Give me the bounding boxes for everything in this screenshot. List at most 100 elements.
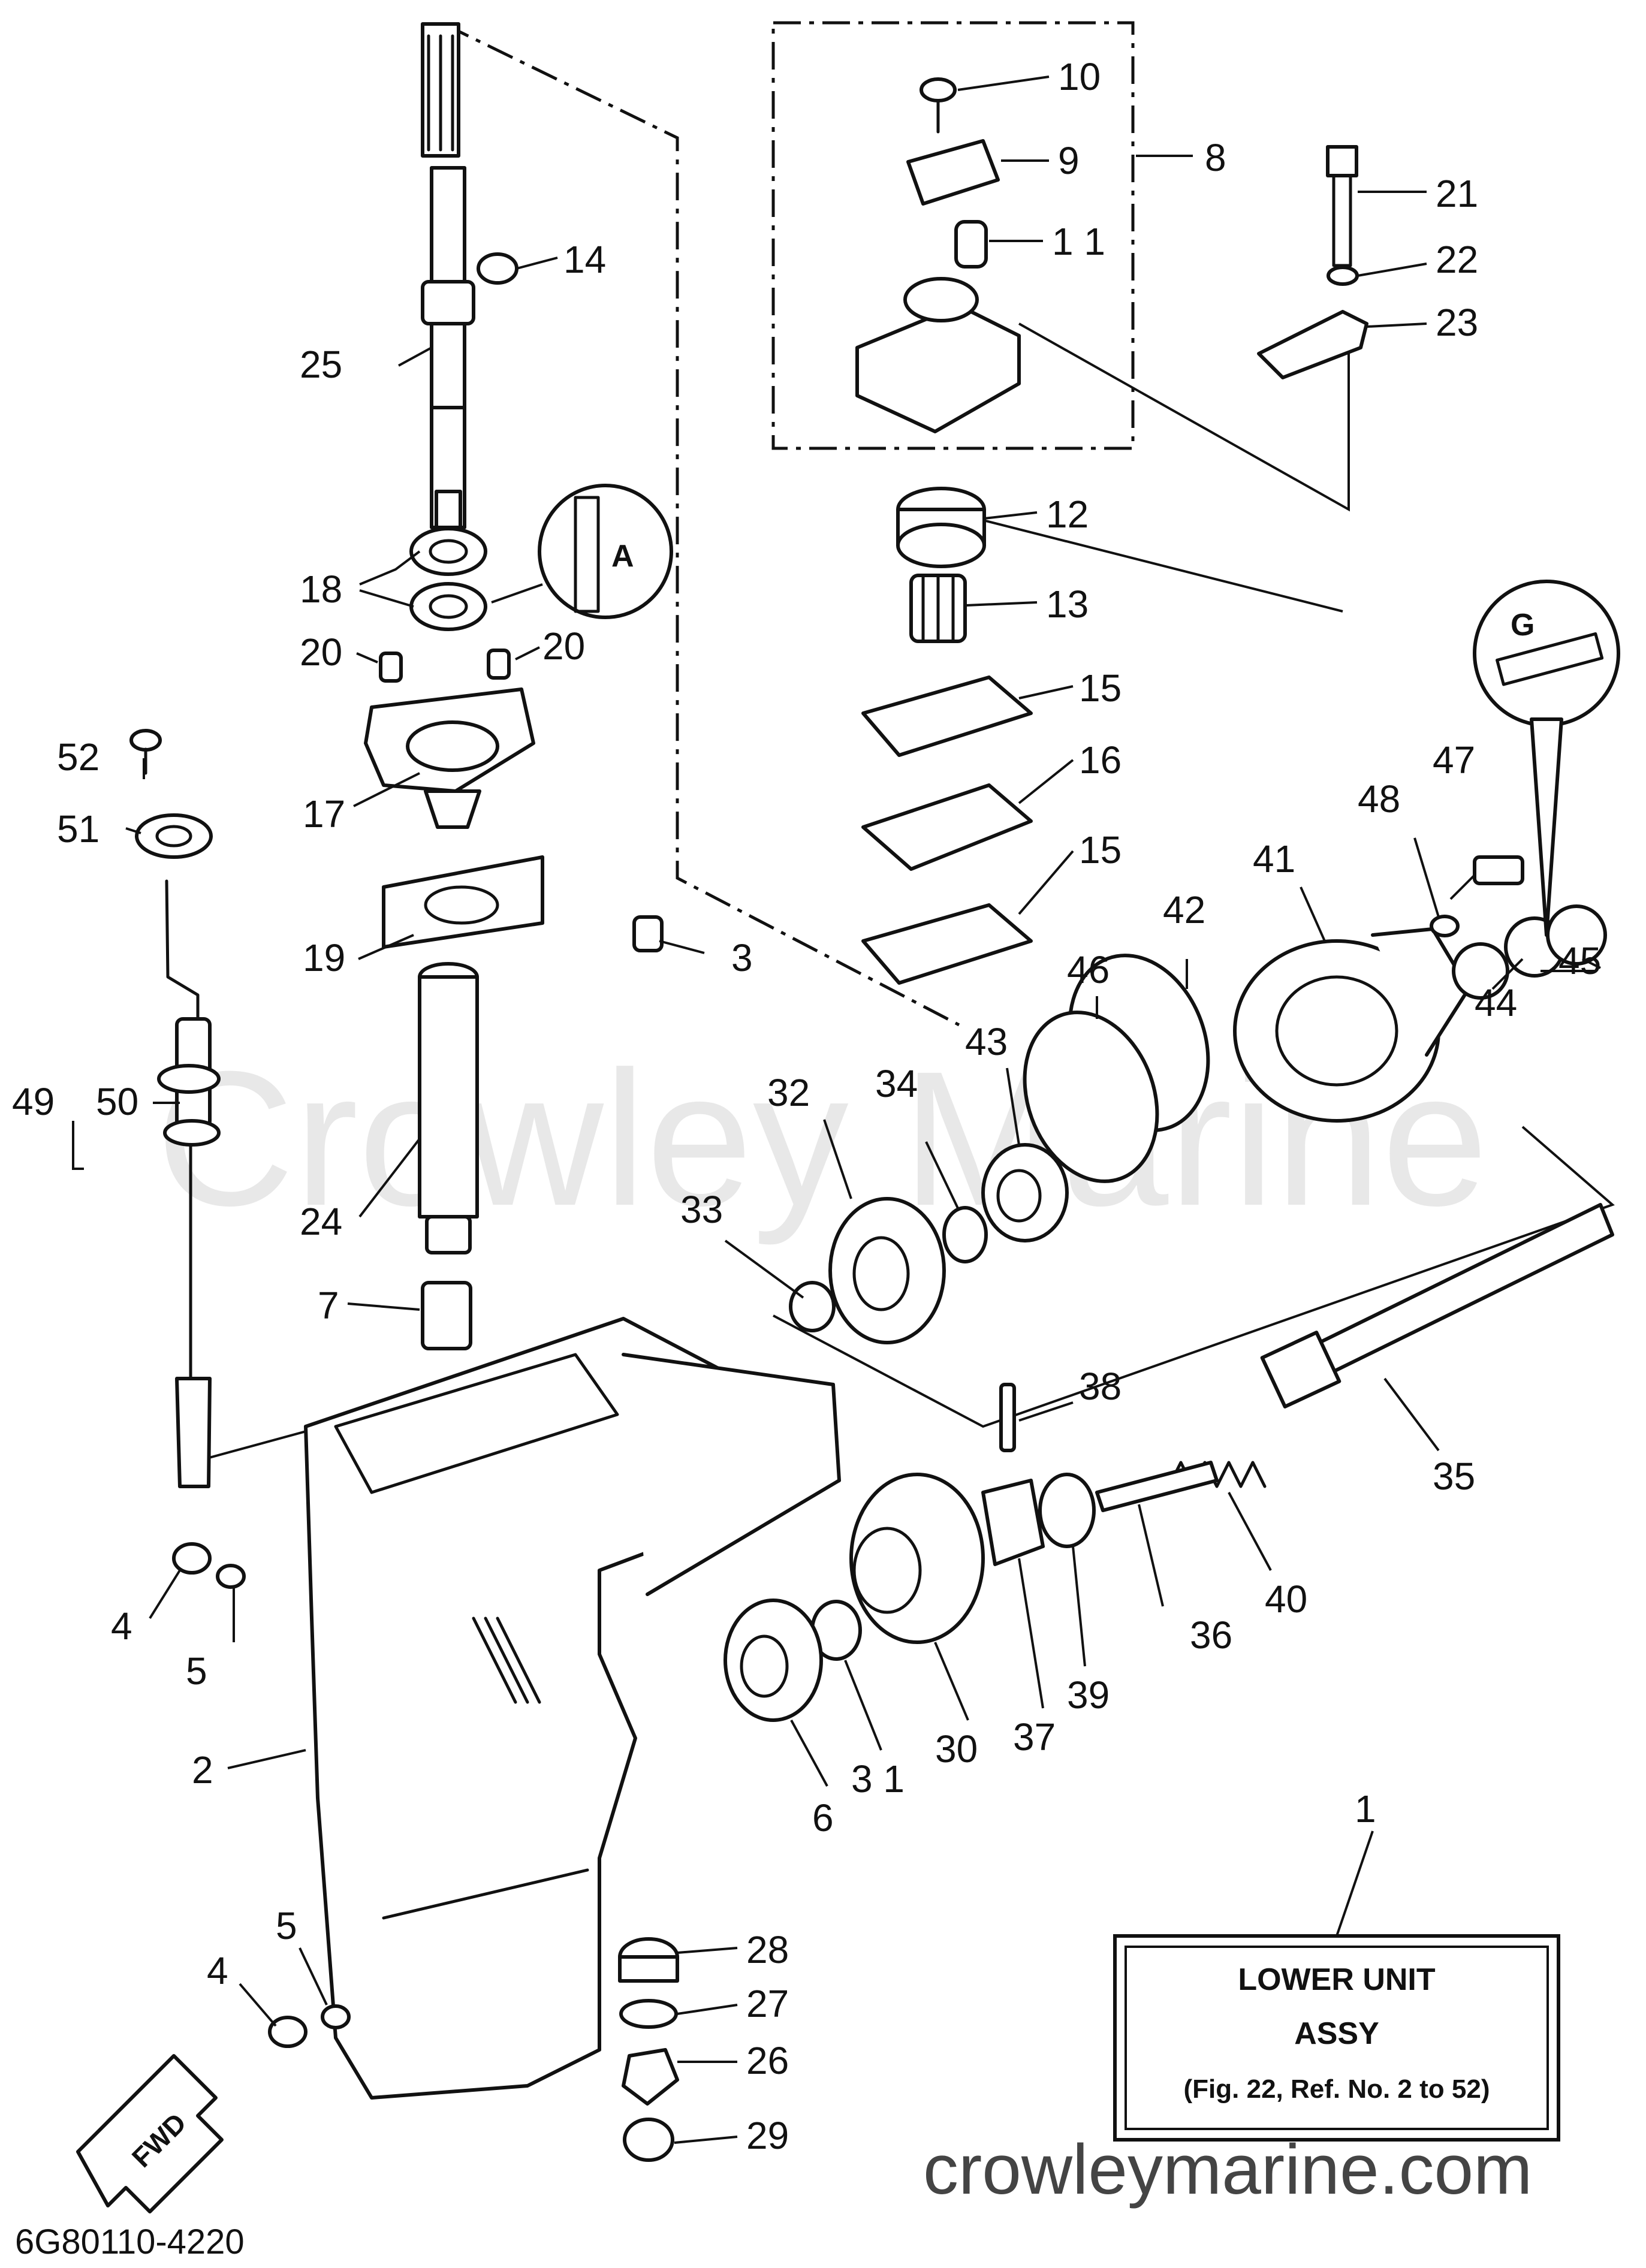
callout: 40 [1265,1578,1307,1621]
impeller [909,574,967,643]
callout: 9 [1058,139,1080,182]
cover-plate [906,139,1000,206]
callout: 30 [935,1727,978,1771]
callout-leaders [72,76,1601,2144]
callout: 7 [318,1284,339,1327]
drive-shaft [421,22,475,529]
dowel-pin [487,649,511,680]
drawing-code: 6G80110-4220 [15,2222,245,2261]
lube-g-mark: G [1511,608,1535,643]
bracket [1257,310,1368,379]
callout: 37 [1013,1715,1056,1759]
callout: 10 [1058,55,1101,98]
callout: 22 [1436,238,1478,281]
callout: 34 [875,1062,918,1105]
callout: 15 [1079,828,1122,871]
drain-screw-lower [268,2016,308,2048]
callout: 3 [731,936,753,979]
callout: 47 [1433,738,1475,782]
gear-group-line [773,1126,1615,1428]
callout: 35 [1433,1455,1475,1498]
callout: 23 [1436,301,1478,344]
callout: 6 [812,1796,834,1839]
ball-bearing-6 [723,1599,823,1722]
rod-boot [157,1064,221,1147]
callout: 50 [96,1080,138,1123]
callout: 29 [746,2114,789,2157]
clip [1038,1473,1096,1548]
callout: 38 [1079,1365,1122,1408]
callout: 1 1 [1052,220,1105,263]
shim-27 [619,1999,678,2029]
lube-a-mark: A [611,539,634,574]
callout: 14 [563,238,606,281]
bolt-47 [1473,855,1524,885]
gasket-lower [861,903,1033,985]
drain-screw-upper [172,1542,212,1575]
gasket [382,855,544,949]
lower-case [304,1317,841,2100]
callout: 28 [746,1928,789,1971]
callout-labels: 10 9 8 1 1 21 22 23 14 25 12 13 18 20 20… [12,55,1601,2157]
assembly-subtitle: ASSY [1294,2016,1379,2051]
callout: 5 [186,1649,207,1693]
callout: 51 [57,807,100,850]
callout: 20 [300,631,342,674]
dog-clutch [981,1479,1045,1566]
cross-pin [999,1383,1016,1452]
callout: 19 [303,936,345,979]
callout: 39 [1067,1673,1110,1717]
callout: 33 [680,1188,723,1231]
impeller-housing [896,487,986,568]
pump-screw [920,77,957,134]
callout: 17 [303,792,345,836]
leader-line [1018,322,1350,512]
needle-bearing [1452,942,1509,1000]
shift-rod-collar [135,813,213,859]
outer-plate [861,783,1033,871]
website-url: crowleymarine.com [923,2130,1532,2209]
gasket-washer-lower [321,2004,351,2029]
callout: 32 [767,1071,810,1114]
callout: 3 1 [851,1757,905,1800]
dowel-pin [379,652,403,683]
callout: 24 [300,1200,342,1243]
callout: 52 [57,735,100,779]
callout: 21 [1436,172,1478,215]
callout: 18 [300,568,342,611]
propeller-shaft [1260,1203,1614,1409]
washer [1327,266,1359,286]
callout: 4 [207,1949,228,1992]
reverse-gear [849,1473,985,1644]
propeller-shaft-housing [1233,927,1470,1123]
assembly-title: LOWER UNIT [1238,1962,1436,1997]
gasket-washer-upper [216,1564,246,1589]
callout: 25 [300,343,342,386]
o-ring-46 [1023,1011,1159,1183]
callout: 8 [1205,136,1226,179]
callout: 48 [1358,777,1400,821]
callout: 2 [192,1748,213,1792]
callout: 4 [111,1605,132,1648]
bolt [1326,145,1358,267]
bearing-28 [618,1937,679,1983]
callout: 27 [746,1982,789,2025]
forward-arrow: FWD [76,2054,224,2213]
pump-housing [855,277,1021,433]
callout: 13 [1046,583,1089,626]
forward-gear [828,1197,946,1344]
key-pin [477,252,518,285]
callout: 42 [1163,888,1205,931]
insert-cartridge [954,220,988,269]
callout: 20 [542,625,585,668]
callout: 43 [965,1020,1008,1063]
callout: 16 [1079,738,1122,782]
callout: 46 [1067,948,1110,991]
callout: 44 [1475,981,1517,1024]
callout: 5 [276,1904,297,1947]
callout: 26 [746,2039,789,2082]
bushing [421,1281,472,1350]
washer-48 [1430,915,1460,937]
pinion [622,2048,679,2106]
